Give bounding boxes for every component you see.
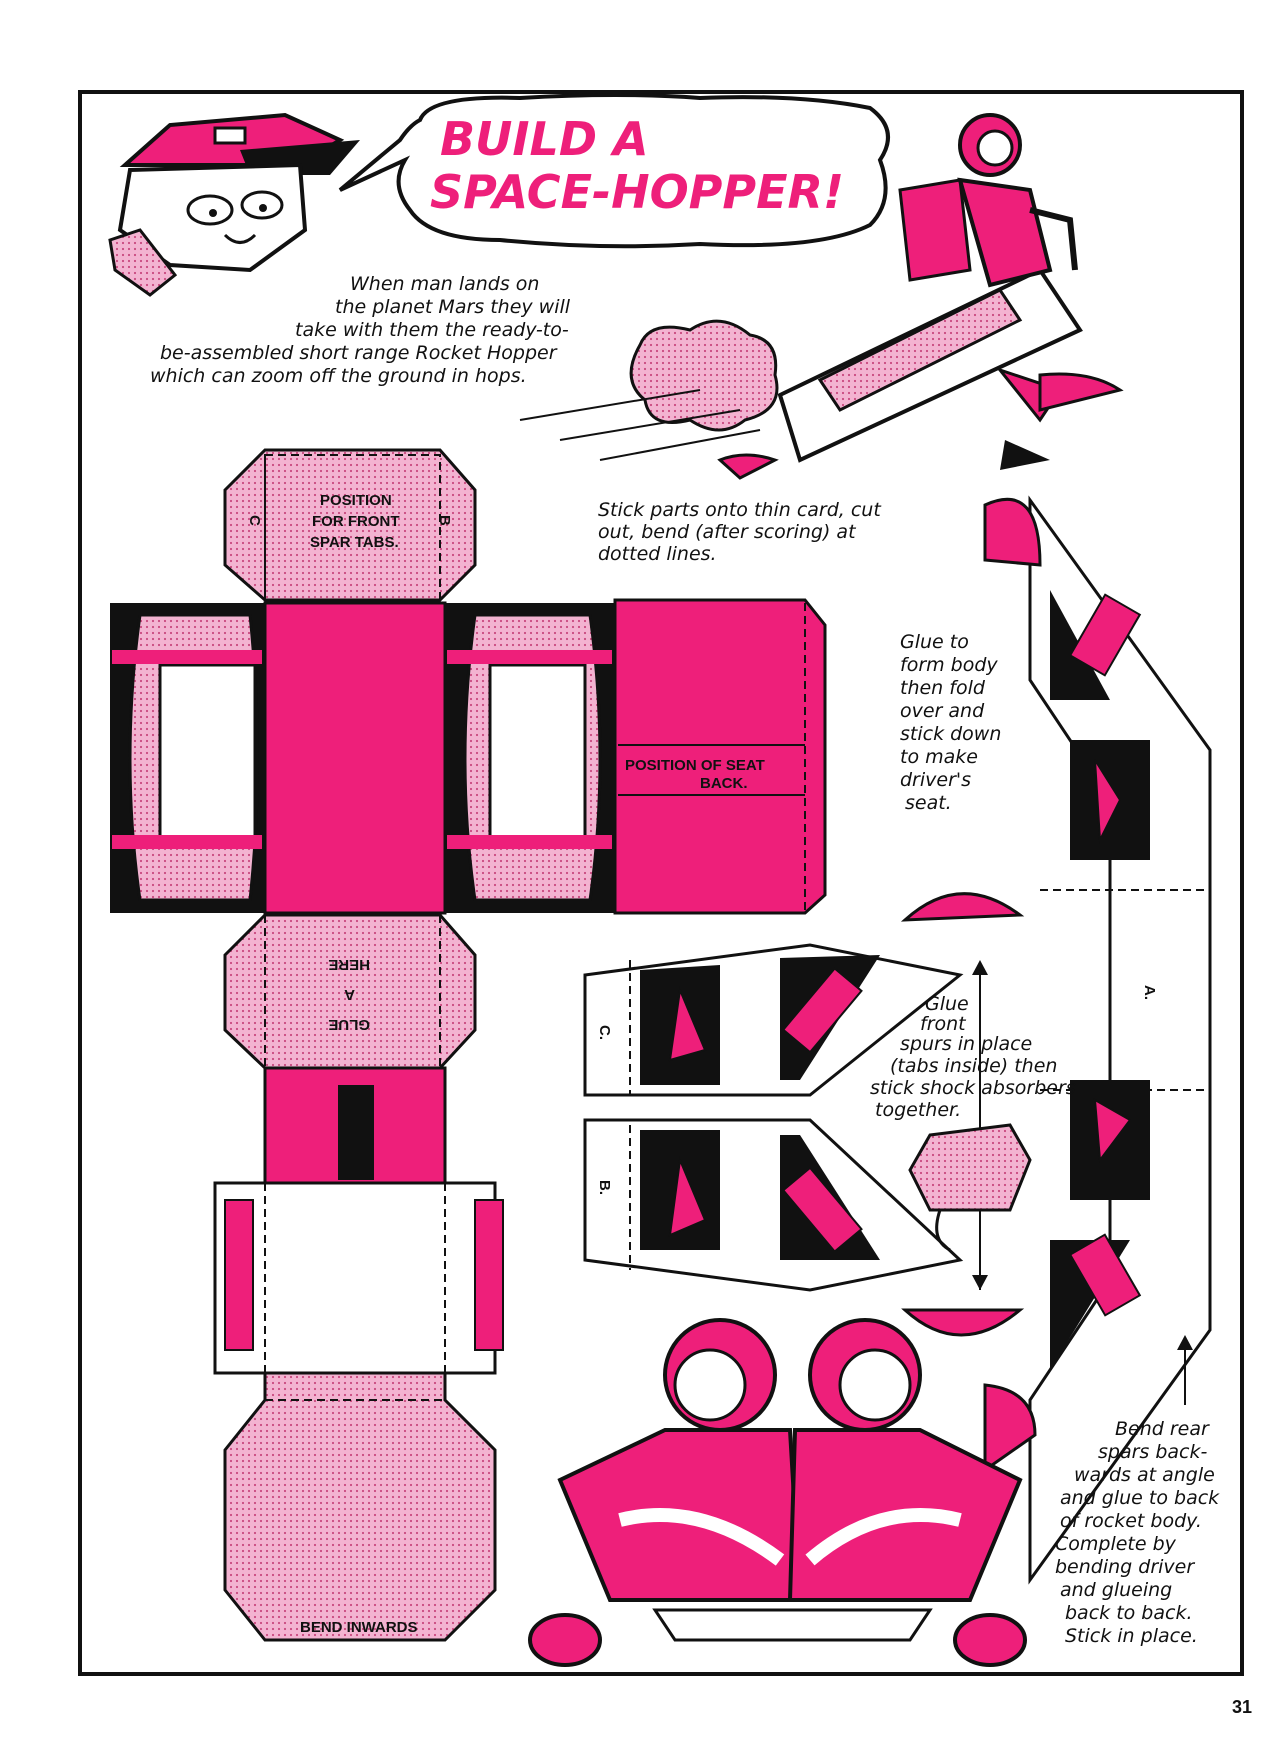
body-template: POSITION FOR FRONT SPAR TABS. C B POSITI… [110,448,827,1642]
glue-tube-icon [908,1123,1032,1252]
instruction-line: Stick parts onto thin card, cut [598,499,882,521]
title-bubble: BUILD A SPACE-HOPPER! [338,93,890,249]
spar-b-label: B. [596,1180,613,1195]
glue-here-line: A [344,986,355,1003]
bend-rear-line: and glue to back [1060,1487,1220,1509]
page-number: 31 [1232,1697,1252,1717]
position-front-line: FOR FRONT [312,513,400,530]
intro-line: which can zoom off the ground in hops. [150,365,527,387]
astronaut-drivers [528,1318,1027,1667]
glue-here-line: GLUE [328,1016,370,1033]
intro-line: be-assembled short range Rocket Hopper [160,342,558,364]
bend-rear-line: of rocket body. [1060,1510,1202,1532]
seat-back-line: BACK. [700,775,748,792]
bend-rear-line: and glueing [1060,1579,1172,1601]
bend-rear-line: back to back. [1065,1602,1193,1624]
main-instruction: Stick parts onto thin card, cut out, ben… [598,499,882,565]
glue-body-line: then fold [900,677,986,699]
instruction-line: out, bend (after scoring) at [598,521,857,543]
glue-body-line: over and [900,700,985,722]
glue-front-text: Glue front spurs in place (tabs inside) … [870,960,1076,1290]
glue-body-line: to make [900,746,978,768]
bend-inwards-label: BEND INWARDS [300,1619,418,1636]
glue-front-line: together. [875,1099,961,1121]
glue-body-line: seat. [905,792,952,814]
glue-body-line: driver's [900,769,971,791]
glue-here-line: HERE [328,956,370,973]
glue-body-line: form body [900,654,998,676]
position-front-line: POSITION [320,492,392,509]
spar-a-label: A. [1141,985,1158,1000]
glue-body-text: Glue to form body then fold over and sti… [900,631,1001,814]
title-line2: SPACE-HOPPER! [430,165,844,219]
position-front-line: SPAR TABS. [310,534,399,551]
bend-rear-line: wards at angle [1074,1464,1215,1486]
title-line1: BUILD A [440,112,649,166]
bend-rear-line: Stick in place. [1065,1625,1198,1647]
boy-character [108,112,360,297]
tab-b-label: B [436,515,453,526]
bend-rear-line: Complete by [1055,1533,1177,1555]
instruction-line: dotted lines. [598,543,717,565]
space-hopper-illustration [519,113,1124,480]
spar-c-label: C. [596,1025,613,1040]
bend-rear-line: bending driver [1055,1556,1195,1578]
glue-front-line: Glue [925,993,969,1015]
glue-body-line: stick down [900,723,1001,745]
tab-c-label: C [246,515,263,526]
spar-b-template: B. [583,1118,1025,1337]
glue-front-line: spurs in place [900,1033,1032,1055]
glue-front-line: (tabs inside) then [890,1055,1057,1077]
intro-line: When man lands on [350,273,539,295]
intro-line: the planet Mars they will [335,296,571,318]
spar-c-template: C. [583,892,1025,1097]
glue-front-line: stick shock absorbers [870,1077,1076,1099]
bend-rear-line: Bend rear [1115,1418,1210,1440]
glue-body-line: Glue to [900,631,969,653]
intro-text: When man lands on the planet Mars they w… [150,273,571,387]
seat-back-line: POSITION OF SEAT [625,757,765,774]
glue-front-line: front [920,1013,967,1035]
bend-rear-line: spars back- [1098,1441,1208,1463]
bend-rear-text: Bend rear spars back- wards at angle and… [1055,1335,1220,1647]
spar-a-template: A. [983,495,1212,1585]
intro-line: take with them the ready-to- [295,319,569,341]
